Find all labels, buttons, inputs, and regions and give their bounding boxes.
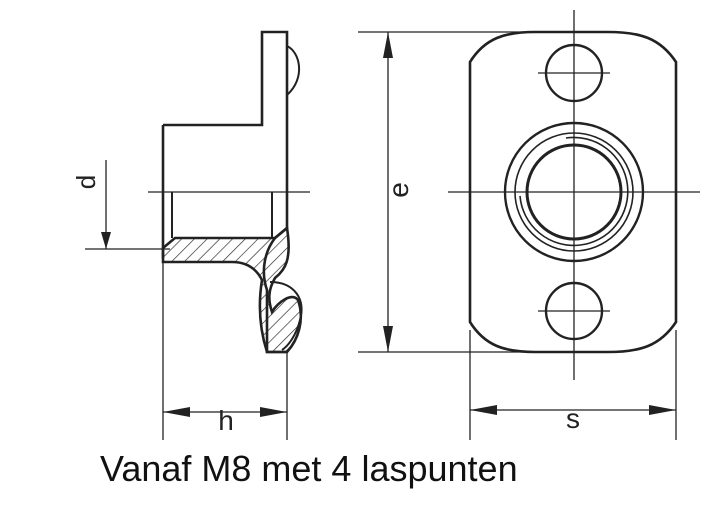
dimension-d-arrow: [101, 232, 111, 249]
thread-arc: [519, 136, 629, 247]
dimension-e-arrow-bottom: [383, 326, 393, 352]
flange-section-hatched: [161, 225, 303, 354]
weld-projection-top: [286, 45, 301, 96]
dimension-s-arrow-left: [470, 405, 497, 415]
dimension-h: [162, 262, 288, 440]
front-view-centerlines: [448, 10, 700, 380]
dimension-h-arrow-right: [260, 407, 287, 417]
dimension-d: [85, 160, 170, 250]
dimension-s-arrow-right: [649, 405, 676, 415]
dimension-s: [469, 330, 677, 440]
dimension-h-arrow-left: [163, 407, 190, 417]
dimension-e-label: e: [383, 182, 414, 198]
dimension-d-label: d: [71, 175, 101, 189]
dimension-s-label: s: [566, 403, 580, 434]
dimension-e: [358, 31, 560, 353]
weld-projection-bottom: [269, 281, 303, 351]
side-view: [148, 30, 310, 354]
plate-outline: [468, 30, 678, 354]
dimension-e-arrow-top: [383, 32, 393, 58]
caption: Vanaf M8 met 4 laspunten: [100, 448, 518, 489]
dimension-h-label: h: [218, 405, 234, 436]
